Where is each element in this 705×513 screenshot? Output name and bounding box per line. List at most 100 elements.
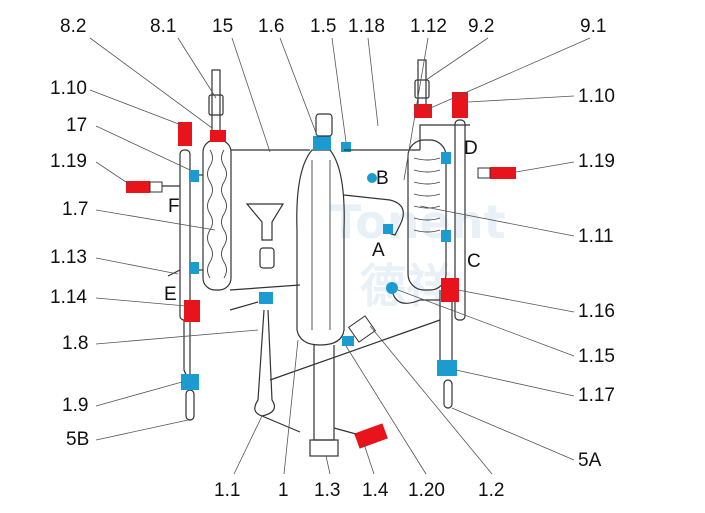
label-1-12: 1.12 bbox=[410, 16, 447, 37]
central-bottom-joint bbox=[309, 439, 339, 457]
label-5a: 5A bbox=[578, 450, 602, 471]
valve-1-20-body bbox=[347, 315, 377, 343]
labels-right: 1.10 1.19 1.11 1.16 1.15 1.17 5A bbox=[578, 86, 615, 471]
right-fittings bbox=[386, 92, 516, 376]
right-condenser bbox=[391, 59, 466, 409]
watermark-latin: Tonent bbox=[330, 195, 506, 249]
funnel-link-upper bbox=[229, 284, 301, 291]
right-coil bbox=[413, 157, 441, 233]
port-a-joint bbox=[383, 224, 393, 234]
label-9-2: 9.2 bbox=[468, 16, 494, 37]
label-8-2: 8.2 bbox=[60, 16, 86, 37]
label-1-13: 1.13 bbox=[50, 247, 87, 268]
central-column bbox=[296, 113, 470, 457]
label-left-1-19: 1.19 bbox=[50, 151, 87, 172]
side-arm bbox=[343, 194, 404, 236]
central-body bbox=[296, 149, 345, 346]
left-outer-tube bbox=[179, 149, 191, 321]
label-1-15: 1.15 bbox=[578, 346, 615, 367]
cross-tube-lower bbox=[261, 415, 301, 433]
left-top-tube bbox=[211, 69, 221, 141]
labels-top: 8.2 8.1 15 1.6 1.5 1.18 1.12 9.2 9.1 bbox=[60, 16, 606, 37]
label-15: 15 bbox=[212, 16, 233, 37]
label-1-3: 1.3 bbox=[314, 480, 340, 501]
labels-bottom: 1.1 1 1.3 1.4 1.20 1.2 bbox=[214, 480, 504, 501]
port-letter-f: F bbox=[168, 196, 180, 217]
right-stopper-1-10 bbox=[452, 92, 468, 118]
port-letter-d: D bbox=[464, 138, 478, 159]
label-1-2: 1.2 bbox=[478, 480, 504, 501]
left-inner-jacket bbox=[202, 139, 232, 291]
left-joint-upper bbox=[189, 170, 199, 182]
label-1-20: 1.20 bbox=[408, 480, 445, 501]
left-fittings bbox=[126, 122, 226, 390]
left-stopper-1-10 bbox=[178, 122, 192, 146]
port-letter-a: A bbox=[372, 240, 385, 261]
label-1-14: 1.14 bbox=[50, 287, 87, 308]
manifold-riser bbox=[419, 124, 470, 150]
watermark-cjk: 德祥 bbox=[360, 259, 452, 313]
valve-1-20-joint bbox=[342, 336, 354, 346]
right-joint-c bbox=[441, 230, 451, 242]
port-letters: B A D C F E bbox=[164, 138, 481, 305]
right-joint-d bbox=[441, 152, 451, 164]
right-joint-1-17 bbox=[437, 360, 457, 376]
label-left-1-10: 1.10 bbox=[50, 78, 87, 99]
label-17: 17 bbox=[66, 115, 87, 136]
labels-left: 1.10 17 1.19 1.7 1.13 1.14 1.8 1.9 5B bbox=[50, 78, 89, 450]
leader-lines bbox=[89, 37, 591, 475]
label-1-6: 1.6 bbox=[258, 16, 284, 37]
label-1-5: 1.5 bbox=[310, 16, 336, 37]
port-b-joint bbox=[367, 173, 377, 183]
right-valve-body bbox=[477, 167, 491, 179]
right-jacket bbox=[407, 139, 447, 291]
left-coil bbox=[207, 149, 213, 279]
central-top-joint bbox=[313, 136, 331, 150]
valve-1-4-stopper bbox=[354, 423, 388, 449]
funnel-cup bbox=[245, 203, 285, 241]
funnel-joint bbox=[259, 292, 273, 304]
right-valve-1-19 bbox=[490, 167, 516, 179]
watermark: Tonent 德祥 bbox=[330, 195, 506, 313]
central-side-joint bbox=[341, 142, 351, 152]
port-letter-b: B bbox=[376, 168, 389, 189]
label-right-1-10: 1.10 bbox=[578, 86, 615, 107]
label-9-1: 9.1 bbox=[580, 16, 606, 37]
left-lower-tube bbox=[183, 320, 191, 379]
label-5b: 5B bbox=[66, 429, 89, 450]
central-valves bbox=[261, 315, 441, 449]
right-top-tube bbox=[417, 59, 427, 111]
left-top-joint bbox=[208, 94, 224, 116]
central-top-cap bbox=[315, 113, 333, 137]
left-coil-2 bbox=[221, 149, 227, 279]
label-8-1: 8.1 bbox=[150, 16, 176, 37]
left-valve-body bbox=[149, 181, 163, 193]
dropping-funnel bbox=[229, 203, 301, 417]
funnel-link-lower bbox=[229, 301, 259, 311]
label-1-7: 1.7 bbox=[62, 199, 88, 220]
cross-tube-upper bbox=[269, 319, 441, 381]
port-letter-e: E bbox=[164, 284, 177, 305]
central-inner-tube bbox=[311, 160, 331, 330]
right-top-joint bbox=[414, 79, 430, 99]
funnel-stem bbox=[254, 309, 275, 417]
left-stopper-1-14 bbox=[184, 300, 200, 322]
label-1-11: 1.11 bbox=[578, 226, 614, 247]
label-1-17: 1.17 bbox=[578, 385, 615, 406]
right-drain-tip bbox=[443, 379, 453, 409]
port-letter-c: C bbox=[467, 251, 481, 272]
central-stem bbox=[313, 345, 335, 441]
label-right-1-19: 1.19 bbox=[578, 151, 615, 172]
left-drain-tip bbox=[185, 389, 195, 421]
left-valve-1-19 bbox=[126, 181, 150, 193]
funnel-stopcock bbox=[259, 247, 275, 269]
left-joint-1-9 bbox=[181, 374, 199, 390]
valve-1-4-arm bbox=[333, 427, 357, 435]
right-stopper-1-16 bbox=[441, 278, 459, 302]
label-1: 1 bbox=[278, 480, 289, 501]
label-1-9: 1.9 bbox=[62, 395, 88, 416]
label-1-4: 1.4 bbox=[362, 480, 389, 501]
label-1-1: 1.1 bbox=[214, 480, 240, 501]
